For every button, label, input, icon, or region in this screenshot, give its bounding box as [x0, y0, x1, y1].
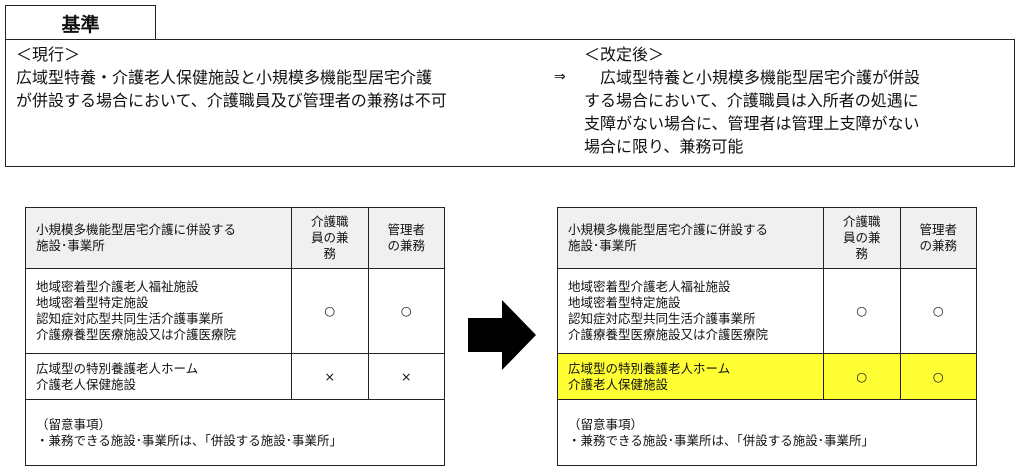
- staff-cell: ○: [291, 268, 369, 354]
- staff-cell: ×: [291, 353, 369, 400]
- manager-cell: ○: [899, 268, 977, 354]
- revised-rule: ＜改定後＞ 広域型特養と小規模多機能型居宅介護が併設する場合において、介護職員は…: [584, 43, 1009, 158]
- text-line: 認知症対応型共同生活介護事業所: [36, 311, 224, 326]
- text-line: 介護職: [310, 214, 349, 229]
- text-line: ・兼務できる施設･事業所は、「併設する施設･事業所」: [568, 432, 875, 448]
- right-arrow-icon: [468, 300, 536, 370]
- text-line: 管理者: [387, 222, 425, 237]
- notes-row: （留意事項）・兼務できる施設･事業所は、「併設する施設･事業所」: [25, 399, 445, 466]
- current-line: が併設する場合において、介護職員及び管理者の兼務は不可: [16, 91, 447, 110]
- table-row: 広域型の特別養護老人ホーム介護老人保健施設 ××: [25, 353, 445, 400]
- text-line: （留意事項）: [568, 416, 644, 432]
- staff-cell: ○: [823, 353, 901, 400]
- notes-row: （留意事項）・兼務できる施設･事業所は、「併設する施設･事業所」: [557, 399, 977, 466]
- comparison-box: ＜現行＞ 広域型特養・介護老人保健施設と小規模多機能型居宅介護が併設する場合におい…: [5, 39, 1015, 167]
- text-line: 地域密着型介護老人福祉施設: [36, 279, 199, 294]
- text-line: 小規模多機能型居宅介護に併設する: [36, 222, 237, 237]
- header-manager: 管理者の兼務: [899, 207, 977, 269]
- current-heading: ＜現行＞: [16, 45, 81, 64]
- text-line: 認知症対応型共同生活介護事業所: [568, 311, 756, 326]
- revised-table: 小規模多機能型居宅介護に併設する施設･事業所 介護職員の兼務 管理者の兼務 地域…: [557, 207, 977, 466]
- text-line: 広域型の特別養護老人ホーム: [36, 360, 199, 376]
- revised-line: する場合において、介護職員は入所者の処遇に: [584, 91, 919, 110]
- text-line: 介護老人保健施設: [36, 376, 137, 392]
- text-line: 員の兼: [842, 230, 881, 245]
- table-row: 地域密着型介護老人福祉施設地域密着型特定施設認知症対応型共同生活介護事業所介護療…: [25, 268, 445, 354]
- manager-cell: ○: [367, 268, 445, 354]
- text-line: 介護療養型医療施設又は介護医療院: [568, 327, 769, 342]
- revised-line: 場合に限り、兼務可能: [584, 137, 744, 156]
- table-row: 地域密着型介護老人福祉施設地域密着型特定施設認知症対応型共同生活介護事業所介護療…: [557, 268, 977, 354]
- text-line: 施設･事業所: [568, 238, 637, 253]
- revised-line: 支障がない場合に、管理者は管理上支障がない: [584, 114, 920, 133]
- text-line: 施設･事業所: [36, 238, 105, 253]
- facility-cell: 地域密着型介護老人福祉施設地域密着型特定施設認知症対応型共同生活介護事業所介護療…: [557, 268, 824, 354]
- notes-cell: （留意事項）・兼務できる施設･事業所は、「併設する施設･事業所」: [557, 399, 977, 466]
- manager-cell: ×: [367, 353, 445, 400]
- arrow-icon: ⇒: [554, 69, 566, 85]
- table-row-highlighted: 広域型の特別養護老人ホーム介護老人保健施設 ○○: [557, 353, 977, 400]
- text-line: 介護職: [842, 214, 881, 229]
- header-facility: 小規模多機能型居宅介護に併設する施設･事業所: [25, 207, 292, 269]
- text-line: 員の兼: [310, 230, 349, 245]
- text-line: 務: [323, 246, 336, 261]
- current-table: 小規模多機能型居宅介護に併設する施設･事業所 介護職員の兼務 管理者の兼務 地域…: [25, 207, 445, 466]
- current-line: 広域型特養・介護老人保健施設と小規模多機能型居宅介護: [16, 68, 433, 87]
- text-line: 介護老人保健施設: [568, 376, 669, 392]
- text-line: 介護療養型医療施設又は介護医療院: [36, 327, 237, 342]
- header-facility: 小規模多機能型居宅介護に併設する施設･事業所: [557, 207, 824, 269]
- manager-cell: ○: [899, 353, 977, 400]
- revised-line: 広域型特養と小規模多機能型居宅介護が併設: [584, 68, 921, 87]
- current-rule: ＜現行＞ 広域型特養・介護老人保健施設と小規模多機能型居宅介護が併設する場合におい…: [16, 43, 546, 112]
- text-line: ・兼務できる施設･事業所は、「併設する施設･事業所」: [36, 432, 343, 448]
- text-line: 務: [855, 246, 868, 261]
- section-title: 基準: [5, 5, 156, 40]
- header-staff: 介護職員の兼務: [291, 207, 369, 269]
- text-line: 地域密着型特定施設: [36, 295, 149, 310]
- header-manager: 管理者の兼務: [367, 207, 445, 269]
- notes-cell: （留意事項）・兼務できる施設･事業所は、「併設する施設･事業所」: [25, 399, 445, 466]
- text-line: 広域型の特別養護老人ホーム: [568, 360, 731, 376]
- text-line: の兼務: [387, 238, 425, 253]
- staff-cell: ○: [823, 268, 901, 354]
- text-line: 小規模多機能型居宅介護に併設する: [568, 222, 769, 237]
- header-staff: 介護職員の兼務: [823, 207, 901, 269]
- text-line: 地域密着型特定施設: [568, 295, 681, 310]
- text-line: 地域密着型介護老人福祉施設: [568, 279, 731, 294]
- facility-cell: 広域型の特別養護老人ホーム介護老人保健施設: [25, 353, 292, 400]
- text-line: 管理者: [919, 222, 957, 237]
- facility-cell: 地域密着型介護老人福祉施設地域密着型特定施設認知症対応型共同生活介護事業所介護療…: [25, 268, 292, 354]
- facility-cell: 広域型の特別養護老人ホーム介護老人保健施設: [557, 353, 824, 400]
- revised-heading: ＜改定後＞: [584, 45, 665, 64]
- text-line: （留意事項）: [36, 416, 112, 432]
- text-line: の兼務: [919, 238, 957, 253]
